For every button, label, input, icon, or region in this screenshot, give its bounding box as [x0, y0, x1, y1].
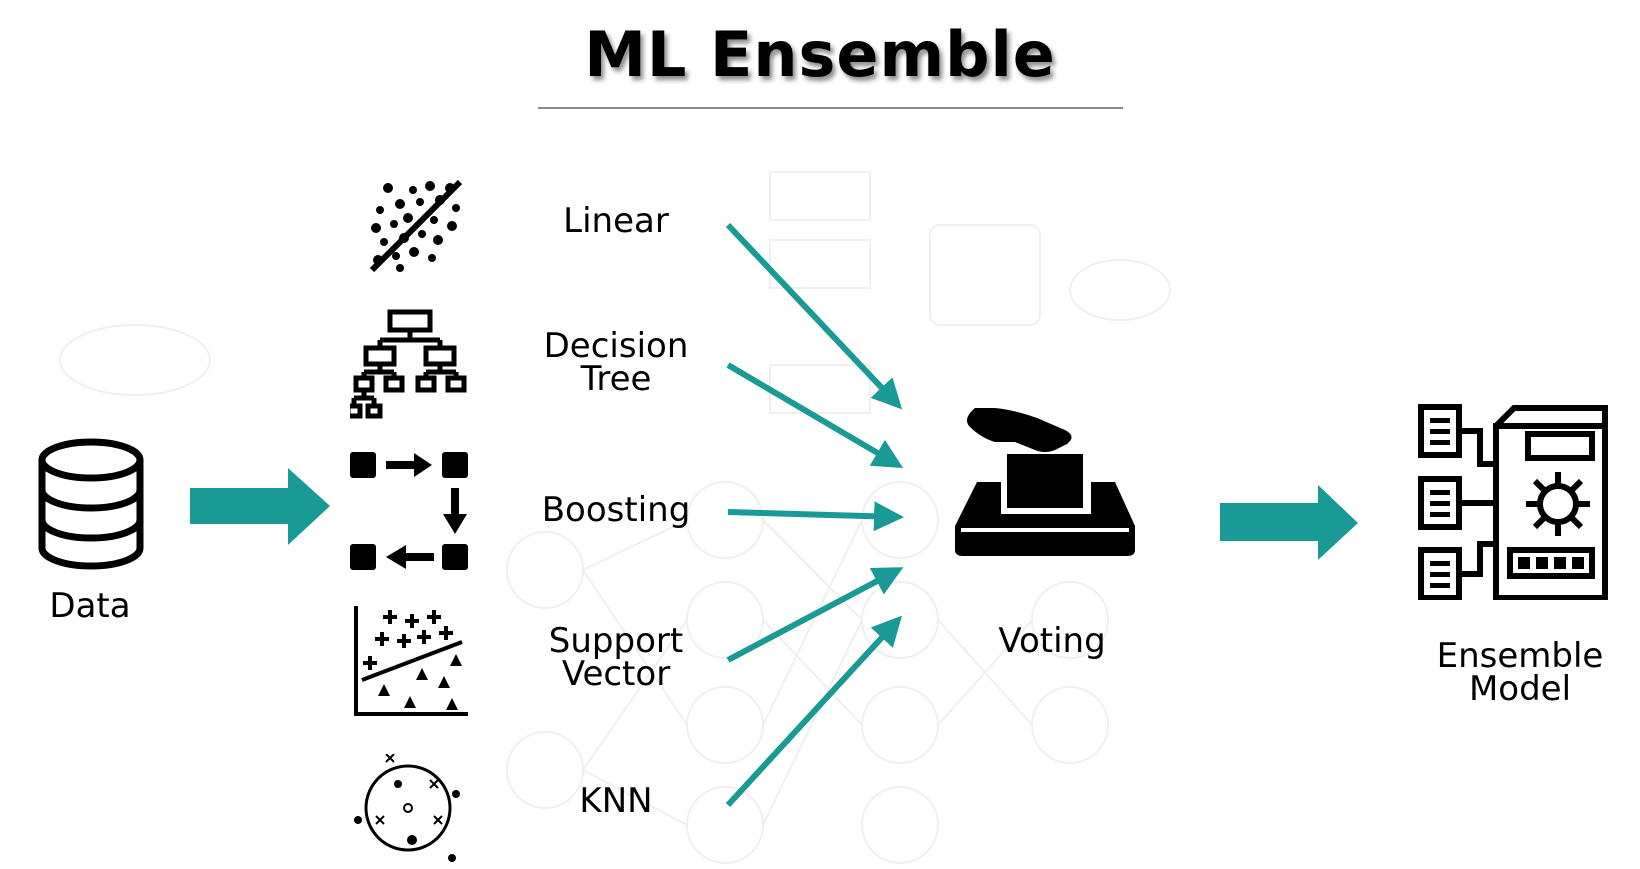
scatter-regression-icon [369, 180, 463, 272]
boosting-to-voting-arrow [727, 501, 904, 532]
watermark-node [506, 731, 584, 809]
database-icon [38, 438, 144, 570]
page-title: ML Ensemble [584, 18, 1056, 91]
model-label-support-vector: Support Vector [548, 621, 684, 694]
watermark-box [769, 171, 871, 221]
svm-plot-icon [354, 606, 468, 716]
watermark-node [686, 481, 764, 559]
linear-to-voting-arrow [725, 222, 903, 410]
watermark-node [1031, 581, 1109, 659]
knn-to-voting-arrow [725, 615, 903, 808]
model-label-linear: Linear [563, 201, 669, 241]
watermark-node [861, 786, 939, 864]
decision-tree-icon [350, 309, 467, 419]
ensemble-model-icon [1418, 404, 1608, 600]
data-label: Data [49, 586, 131, 626]
data-to-models-arrow [190, 468, 330, 545]
voting-to-ensemble-arrow [1220, 485, 1358, 560]
ensemble-model-label: Ensemble Model [1436, 636, 1604, 709]
tree-to-voting-arrow [726, 362, 904, 469]
svm-to-voting-arrow [726, 567, 904, 663]
watermark-ellipse [1069, 259, 1171, 321]
watermark-node [686, 581, 764, 659]
watermark-box [769, 239, 871, 289]
model-label-decision-tree: Decision Tree [543, 326, 689, 399]
knn-cluster-icon [354, 754, 460, 862]
watermark-ellipse [59, 324, 211, 396]
watermark-node [686, 686, 764, 764]
boosting-flow-icon [350, 452, 468, 570]
voting-label: Voting [998, 621, 1106, 661]
ballot-box-icon [955, 408, 1135, 556]
watermark-node [1031, 686, 1109, 764]
watermark-box [929, 224, 1041, 326]
watermark-node [861, 481, 939, 559]
watermark-node [686, 786, 764, 864]
watermark-node [861, 686, 939, 764]
model-label-knn: KNN [579, 781, 653, 821]
title-divider [538, 107, 1123, 109]
watermark-node [506, 531, 584, 609]
model-label-boosting: Boosting [541, 490, 691, 530]
